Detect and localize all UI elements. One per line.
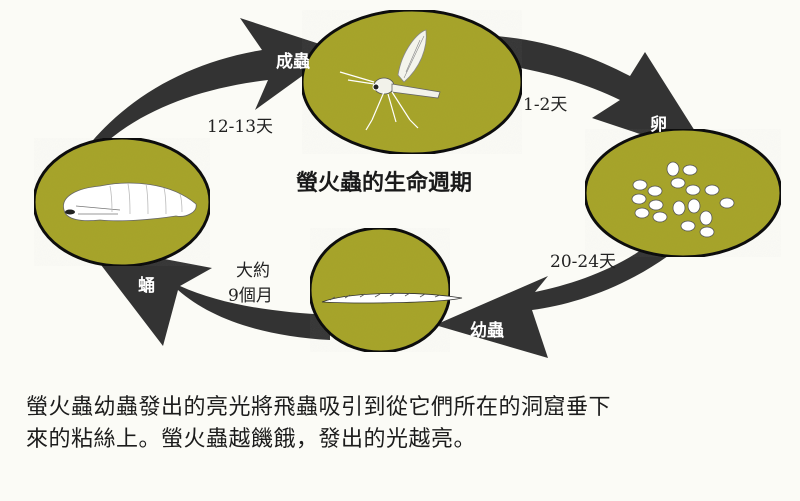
egg-cluster-icon [631, 161, 735, 238]
arrow-larva-to-pupa [85, 244, 330, 346]
duration-pupa-to-adult: 12-13天 [207, 117, 273, 137]
stage-adult [300, 8, 524, 156]
arrow-egg-to-larva [435, 245, 668, 358]
stage-pupa [32, 136, 212, 268]
mosquito-like-fly-icon [339, 29, 441, 131]
caption: 螢火蟲幼蟲發出的亮光將飛蟲吸引到從它們所在的洞窟垂下 來的粘絲上。螢火蟲越饑餓，… [26, 392, 796, 456]
larva-icon [321, 292, 463, 304]
stage-egg [583, 127, 783, 259]
stage-label-adult: 成蟲 [276, 51, 310, 72]
stage-label-egg: 卵 [650, 114, 667, 135]
duration-adult-to-egg: 1-2天 [523, 95, 567, 115]
diagram-title: 螢火蟲的生命週期 [296, 170, 472, 196]
duration-larva-to-pupa-line2: 9個月 [228, 286, 273, 306]
pupa-icon [63, 182, 197, 222]
duration-larva-to-pupa-line1: 大約 [236, 261, 270, 281]
caption-line-2: 來的粘絲上。螢火蟲越饑餓，發出的光越亮。 [26, 427, 477, 452]
duration-egg-to-larva: 20-24天 [550, 252, 616, 272]
caption-line-1: 螢火蟲幼蟲發出的亮光將飛蟲吸引到從它們所在的洞窟垂下 [26, 395, 612, 420]
stage-label-pupa: 蛹 [138, 276, 155, 296]
stage-label-larva: 幼蟲 [470, 320, 504, 341]
stage-larva [308, 226, 463, 354]
arrow-pupa-to-adult [88, 18, 338, 148]
